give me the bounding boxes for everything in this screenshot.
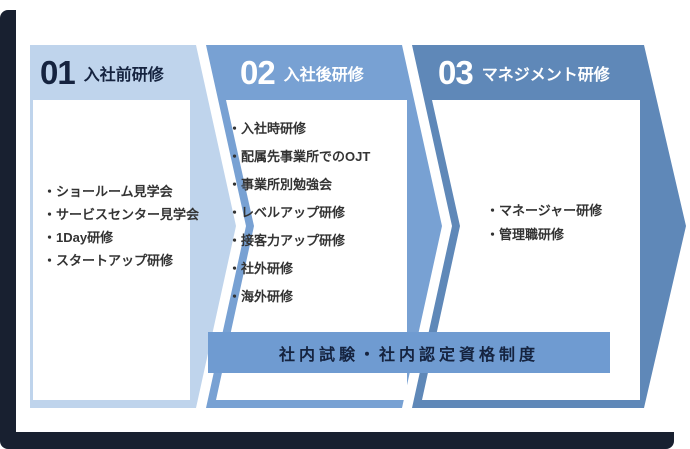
list-item: ・スタートアップ研修 — [43, 253, 174, 268]
list-item: ・入社時研修 — [228, 121, 307, 136]
step2-header: 02 入社後研修 — [240, 45, 364, 100]
step1-number: 01 — [40, 54, 76, 91]
step1-title: 入社前研修 — [83, 66, 164, 84]
step1-list: ・ショールーム見学会 ・サービスセンター見学会 ・1Day研修 ・スタートアップ… — [43, 180, 199, 272]
step1-header: 01 入社前研修 — [40, 45, 164, 100]
list-item: ・ショールーム見学会 — [43, 184, 173, 199]
list-item: ・海外研修 — [228, 289, 294, 304]
list-item: ・事業所別勉強会 — [228, 177, 333, 192]
step2-title: 入社後研修 — [283, 66, 364, 84]
step3-header: 03 マネジメント研修 — [438, 45, 610, 100]
step3-list: ・マネージャー研修 ・管理職研修 — [486, 199, 602, 247]
step3-number: 03 — [438, 54, 474, 91]
list-item: ・サービスセンター見学会 — [43, 207, 200, 222]
list-item: ・1Day研修 — [43, 230, 114, 245]
list-item: ・マネージャー研修 — [486, 203, 603, 218]
step2-list: ・入社時研修 ・配属先事業所でのOJT ・事業所別勉強会 ・レベルアップ研修 ・… — [228, 115, 370, 311]
list-item: ・接客力アップ研修 — [228, 233, 346, 248]
step2-number: 02 — [240, 54, 276, 91]
list-item: ・レベルアップ研修 — [228, 205, 346, 220]
list-item: ・配属先事業所でのOJT — [228, 149, 371, 164]
list-item: ・社外研修 — [228, 261, 294, 276]
list-item: ・管理職研修 — [486, 227, 565, 242]
certification-banner-label: 社内試験・社内認定資格制度 — [278, 346, 539, 364]
step3-title: マネジメント研修 — [481, 66, 610, 84]
certification-banner: 社内試験・社内認定資格制度 — [208, 332, 610, 373]
